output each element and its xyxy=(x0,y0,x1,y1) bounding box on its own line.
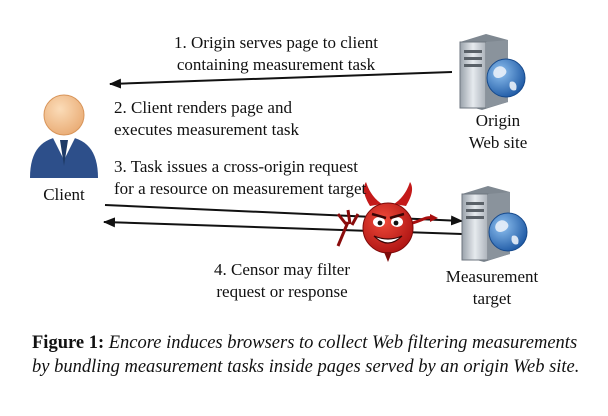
arrow-origin-to-client xyxy=(109,71,453,89)
step2-label: 2. Client renders page and executes meas… xyxy=(114,97,299,141)
caption-label: Figure 1: xyxy=(32,333,105,353)
step1-label: 1. Origin serves page to client containi… xyxy=(158,32,394,76)
origin-label-line1: Origin xyxy=(475,111,521,130)
origin-label: Origin Web site xyxy=(452,110,544,154)
step4-line2: request or response xyxy=(216,282,348,301)
step3-label: 3. Task issues a cross-origin request fo… xyxy=(114,156,366,200)
step2-line1: 2. Client renders page and xyxy=(114,98,292,117)
step1-line2: containing measurement task xyxy=(176,55,376,74)
step4-label: 4. Censor may filter request or response xyxy=(196,259,368,303)
figure-caption: Figure 1: Encore induces browsers to col… xyxy=(32,331,580,379)
step3-line2: for a resource on measurement target xyxy=(114,179,367,198)
step2-line2: executes measurement task xyxy=(114,120,300,139)
client-label: Client xyxy=(43,185,85,204)
target-label: Measurement target xyxy=(432,266,552,310)
origin-label-line2: Web site xyxy=(468,133,528,152)
diagram-canvas xyxy=(30,34,528,262)
target-label-line1: Measurement xyxy=(445,267,539,286)
globe-icon xyxy=(486,58,526,98)
caption-text: Encore induces browsers to collect Web f… xyxy=(32,333,580,377)
step1-line1: 1. Origin serves page to client xyxy=(174,33,378,52)
person-icon xyxy=(30,94,98,178)
target-label-line2: target xyxy=(472,289,512,308)
step3-line1: 3. Task issues a cross-origin request xyxy=(114,157,359,176)
globe-icon xyxy=(488,212,528,252)
step4-line1: 4. Censor may filter xyxy=(214,260,350,279)
devil-icon xyxy=(336,182,438,262)
